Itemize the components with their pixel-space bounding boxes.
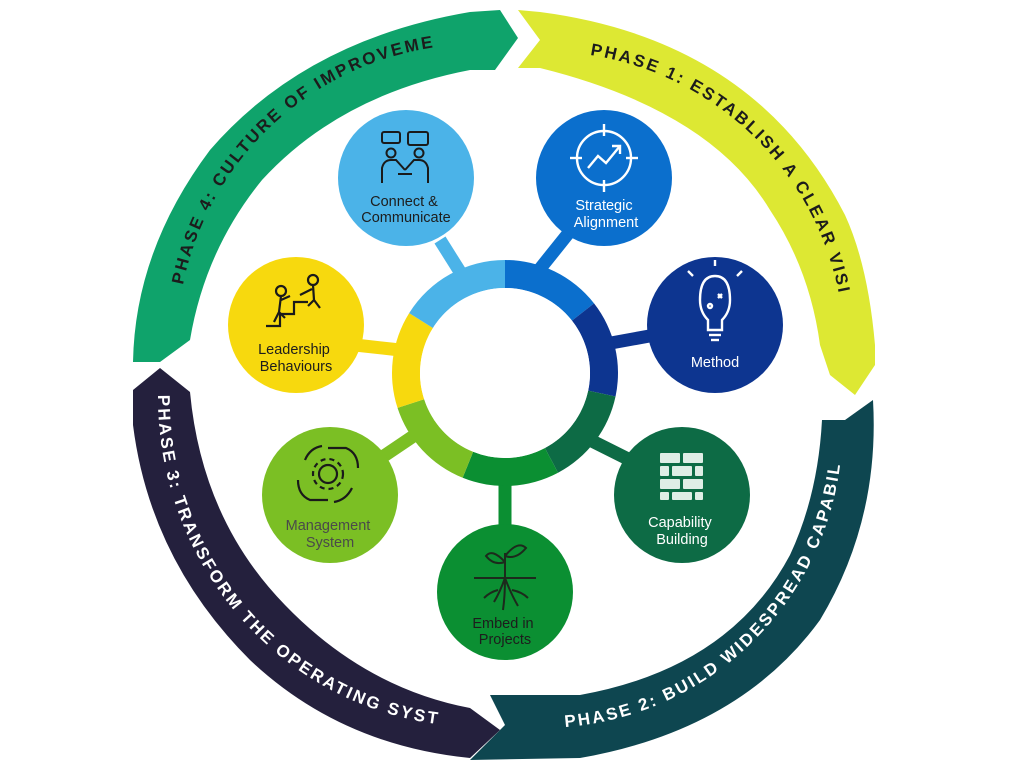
ring-segment-capability-building (544, 390, 616, 473)
ring-segment-embed-in-projects (462, 448, 559, 486)
node-leadership-behaviours: Leadership Behaviours (228, 257, 364, 393)
node-label: Method (691, 355, 739, 371)
helping-climb-icon (266, 273, 321, 328)
brick-wall-icon (660, 453, 703, 500)
node-management-system: Management System (262, 427, 398, 563)
node-label: Embed in Projects (472, 616, 537, 648)
ring-center (420, 288, 590, 458)
node-label: Connect & Communicate (361, 194, 450, 226)
central-ring (391, 260, 619, 486)
node-label: Capability Building (648, 515, 716, 548)
node-capability-building: Capability Building (614, 427, 750, 563)
handshake-chat-icon (381, 131, 429, 183)
node-embed-in-projects: Embed in Projects (437, 524, 573, 660)
node-method: Method (647, 257, 783, 393)
node-label: Management System (286, 518, 375, 551)
sprouting-plant-icon (474, 544, 536, 611)
node-label: Leadership Behaviours (258, 342, 334, 375)
hands-gear-icon (296, 444, 360, 504)
lightbulb-strategy-icon (687, 260, 743, 342)
ring-segment-connect-communicate (409, 260, 505, 328)
ring-segment-leadership-behaviours (391, 313, 433, 408)
ring-segment-management-system (397, 399, 474, 478)
node-strategic-alignment: Strategic Alignment (536, 110, 672, 246)
target-growth-icon (570, 124, 638, 192)
node-connect-communicate: Connect & Communicate (338, 110, 474, 246)
ring-segment-method (571, 303, 619, 397)
ring-segment-strategic-alignment (505, 260, 595, 321)
node-label: Strategic Alignment (574, 198, 638, 231)
